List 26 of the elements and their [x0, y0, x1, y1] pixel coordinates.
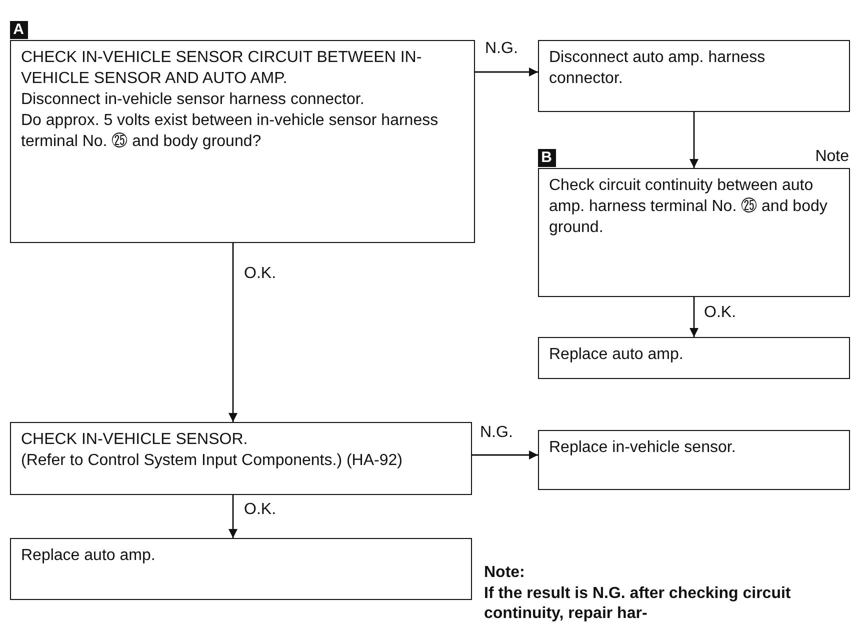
node-text: Replace auto amp.: [549, 345, 684, 365]
node-text: Disconnect auto amp. harness connector.: [549, 48, 766, 89]
note-text: If the result is N.G. after checking circuit continuity, repair har-: [484, 584, 792, 623]
process-box: [538, 40, 850, 112]
node-text: Do approx. 5 volts exist between in-vehicle sensor harness terminal No. ㉕ and body ground?: [21, 111, 440, 152]
node-text: Check circuit continuity between auto amp. harness terminal No. ㉕ and body ground.: [549, 176, 828, 238]
node-text: Disconnect in-vehicle sensor harness connector.: [21, 90, 366, 110]
node-text: Replace in-vehicle sensor.: [549, 438, 737, 458]
process-box: [538, 430, 850, 490]
node-text: Replace auto amp.: [21, 546, 156, 566]
arrow: [228, 495, 238, 538]
node-text: CHECK IN-VEHICLE SENSOR.: [21, 430, 249, 450]
arrow: [475, 68, 538, 76]
note-heading: Note:: [484, 563, 526, 583]
note-reference: Note: [815, 147, 849, 167]
node-text: CHECK IN-VEHICLE SENSOR CIRCUIT BETWEEN IN-VEHICLE SENSOR AND AUTO AMP.: [21, 48, 423, 89]
arrow: [472, 450, 538, 460]
arrow: [228, 243, 238, 422]
arrow: [690, 112, 698, 168]
process-box: [538, 337, 850, 379]
process-box: [10, 538, 472, 600]
step-marker: B: [538, 149, 556, 167]
step-marker: A: [10, 21, 28, 39]
arrow: [690, 297, 698, 337]
node-text: (Refer to Control System Input Components.) (HA-92): [21, 451, 404, 471]
decision-box: [10, 422, 472, 495]
